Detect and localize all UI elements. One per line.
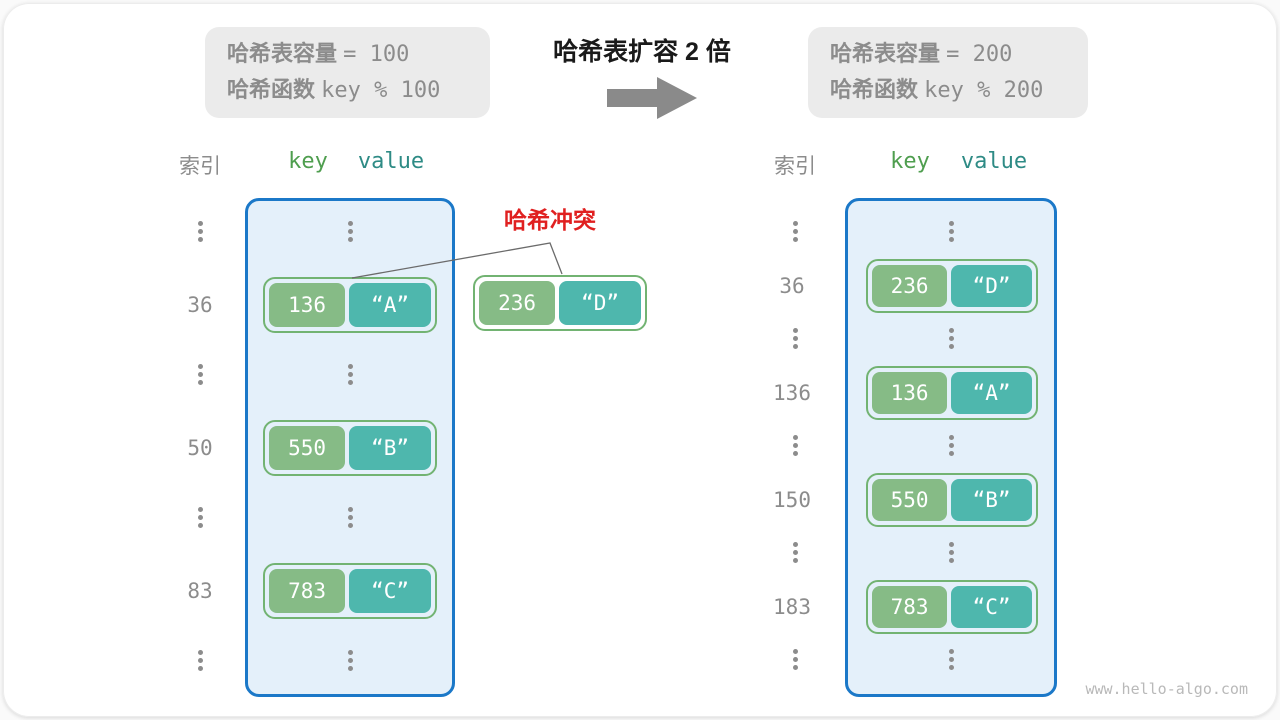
function-label: 哈希函数: [830, 77, 919, 102]
vertical-ellipsis-icon: [946, 221, 956, 242]
key-box: 236: [872, 265, 948, 307]
key-box: 136: [269, 283, 346, 327]
capacity-value: = 200: [946, 42, 1013, 67]
vertical-ellipsis-icon: [790, 542, 800, 563]
pair-550-B: 550 “B”: [263, 420, 437, 476]
old-hash-config-box: 哈希表容量 = 100 哈希函数 key % 100: [205, 27, 490, 118]
new-function-line: 哈希函数 key % 200: [830, 76, 1088, 105]
right-index-136: 136: [773, 381, 811, 405]
pair-783-C: 783 “C”: [866, 580, 1038, 634]
function-value: key % 100: [321, 78, 441, 103]
resize-arrow-icon: [607, 77, 697, 119]
key-box: 783: [269, 569, 346, 613]
left-index-header: 索引: [179, 155, 221, 178]
value-box: “B”: [349, 426, 431, 470]
vertical-ellipsis-icon: [946, 328, 956, 349]
pair-236-D-colliding: 236 “D”: [473, 275, 647, 331]
vertical-ellipsis-icon: [345, 650, 355, 671]
capacity-label: 哈希表容量: [830, 41, 941, 66]
right-index-header: 索引: [774, 155, 816, 178]
right-index-150: 150: [773, 488, 811, 512]
vertical-ellipsis-icon: [790, 328, 800, 349]
function-label: 哈希函数: [227, 77, 316, 102]
vertical-ellipsis-icon: [946, 435, 956, 456]
new-hash-config-box: 哈希表容量 = 200 哈希函数 key % 200: [808, 27, 1088, 118]
vertical-ellipsis-icon: [195, 650, 205, 671]
vertical-ellipsis-icon: [790, 221, 800, 242]
vertical-ellipsis-icon: [195, 221, 205, 242]
right-value-header: value: [960, 149, 1028, 174]
key-box: 550: [872, 479, 948, 521]
key-box: 236: [479, 281, 556, 325]
function-value: key % 200: [924, 78, 1044, 103]
right-key-header: key: [890, 149, 930, 174]
pair-550-B: 550 “B”: [866, 473, 1038, 527]
vertical-ellipsis-icon: [946, 542, 956, 563]
vertical-ellipsis-icon: [195, 507, 205, 528]
capacity-value: = 100: [343, 42, 410, 67]
key-box: 550: [269, 426, 346, 470]
value-box: “B”: [951, 479, 1032, 521]
vertical-ellipsis-icon: [345, 221, 355, 242]
pair-783-C: 783 “C”: [263, 563, 437, 619]
old-function-line: 哈希函数 key % 100: [227, 76, 490, 105]
value-box: “D”: [951, 265, 1032, 307]
old-capacity-line: 哈希表容量 = 100: [227, 40, 490, 69]
watermark: www.hello-algo.com: [1085, 680, 1248, 698]
right-index-36: 36: [779, 274, 805, 298]
pair-236-D: 236 “D”: [866, 259, 1038, 313]
vertical-ellipsis-icon: [345, 364, 355, 385]
value-box: “C”: [349, 569, 431, 613]
value-box: “D”: [559, 281, 641, 325]
diagram-card: [3, 3, 1277, 717]
pair-136-A: 136 “A”: [263, 277, 437, 333]
value-box: “A”: [951, 372, 1032, 414]
vertical-ellipsis-icon: [195, 364, 205, 385]
left-index-83: 83: [187, 579, 213, 603]
key-box: 783: [872, 586, 948, 628]
value-box: “C”: [951, 586, 1032, 628]
left-index-50: 50: [187, 436, 213, 460]
capacity-label: 哈希表容量: [227, 41, 338, 66]
value-box: “A”: [349, 283, 431, 327]
new-capacity-line: 哈希表容量 = 200: [830, 40, 1088, 69]
pair-136-A: 136 “A”: [866, 366, 1038, 420]
left-index-36: 36: [187, 293, 213, 317]
left-value-header: value: [357, 149, 425, 174]
vertical-ellipsis-icon: [790, 649, 800, 670]
vertical-ellipsis-icon: [790, 435, 800, 456]
diagram-title: 哈希表扩容 2 倍: [553, 38, 731, 66]
vertical-ellipsis-icon: [345, 507, 355, 528]
right-index-183: 183: [773, 595, 811, 619]
key-box: 136: [872, 372, 948, 414]
vertical-ellipsis-icon: [946, 649, 956, 670]
left-key-header: key: [288, 149, 328, 174]
collision-label: 哈希冲突: [504, 207, 596, 233]
